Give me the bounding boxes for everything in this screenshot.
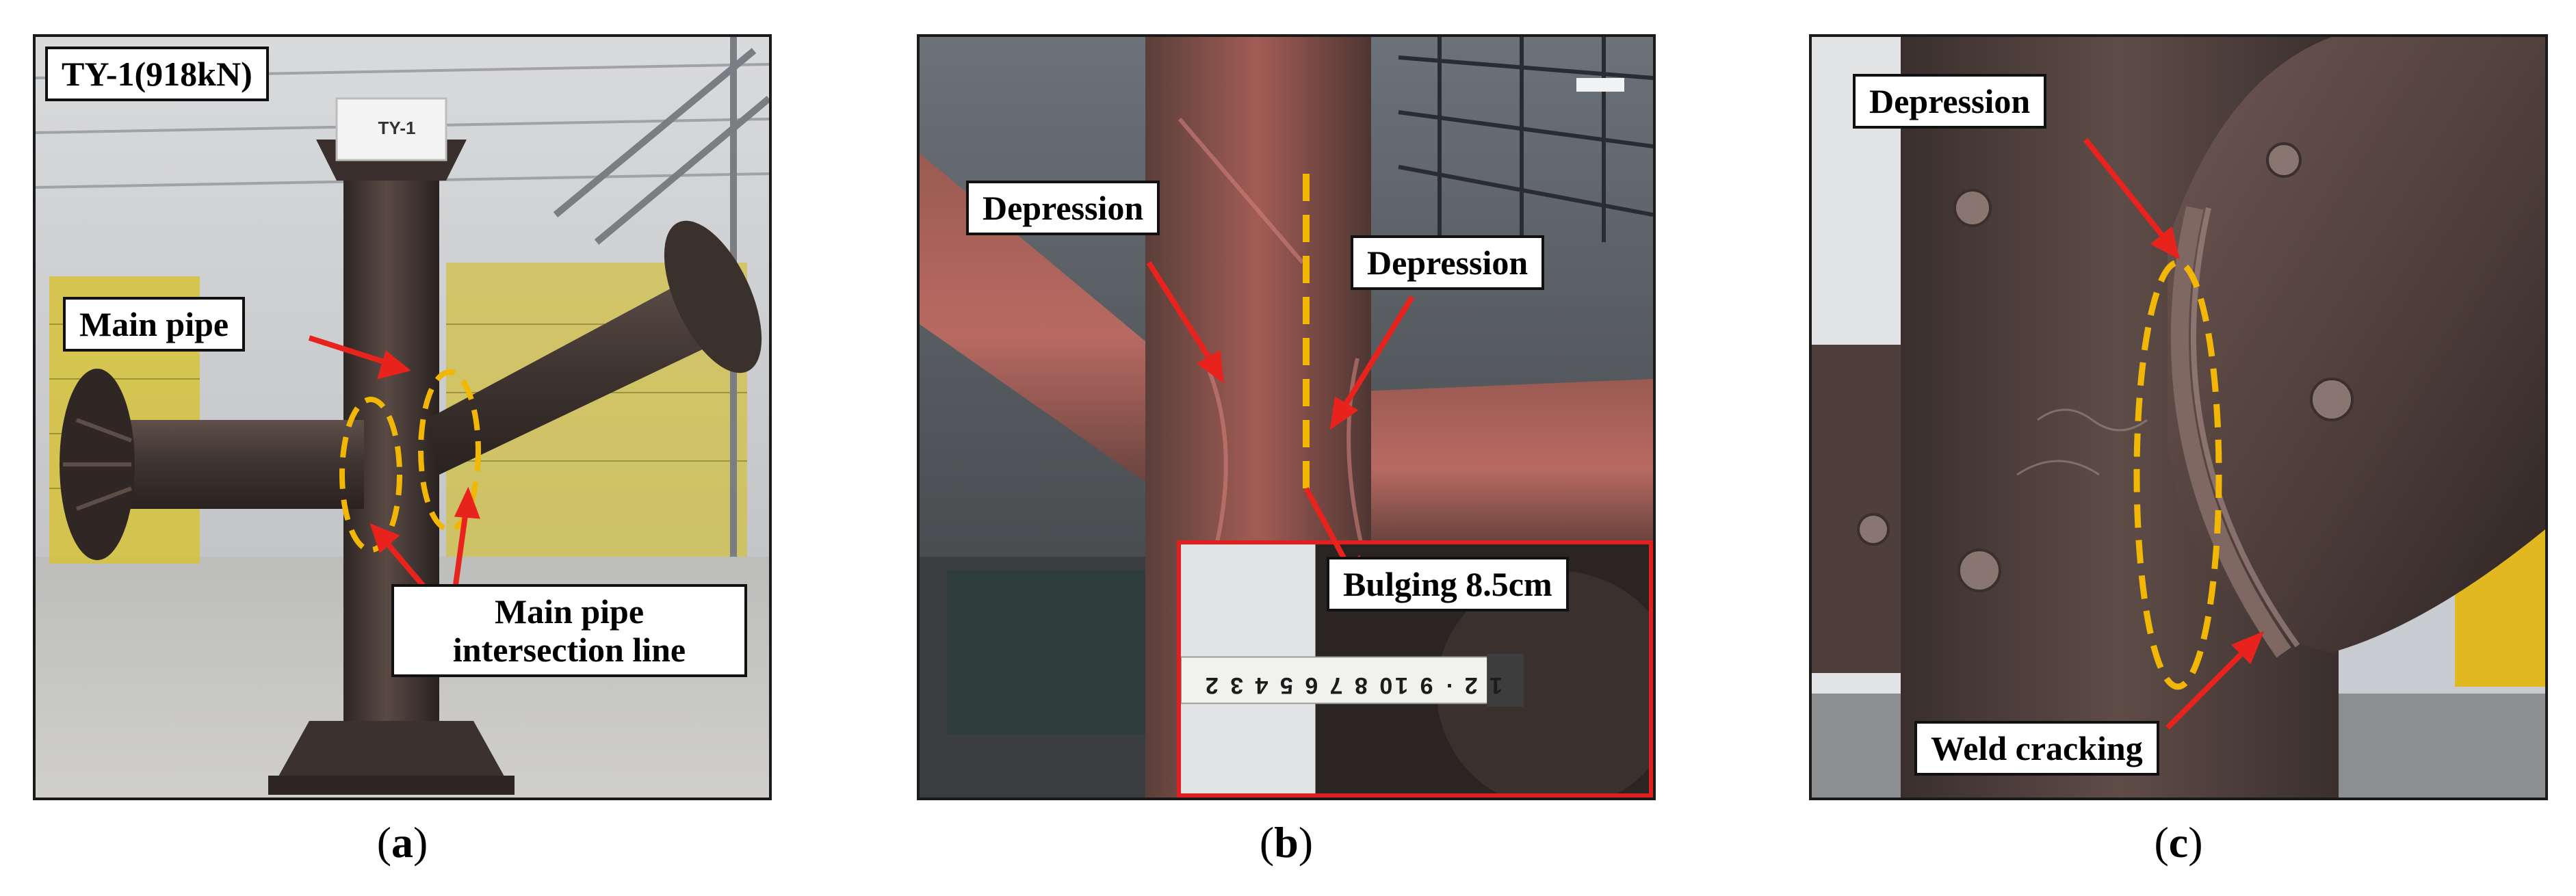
- label-depression-right: Depression: [1351, 235, 1545, 290]
- panel-a-scene: [36, 37, 769, 798]
- label-depression-left: Depression: [966, 181, 1160, 235]
- panel-c-photo: Depression Weld cracking: [1809, 34, 2548, 800]
- panel-b-photo: 1 2 · 9 10 8 7 6 5 4 3 2 Depression Depr…: [917, 34, 1656, 800]
- label-bulging: Bulging 8.5cm: [1327, 557, 1569, 611]
- label-depression: Depression: [1853, 74, 2047, 129]
- caption-b-letter: b: [1274, 818, 1299, 867]
- label-weld-cracking: Weld cracking: [1914, 721, 2159, 776]
- label-intersection-line-2: intersection line: [452, 631, 686, 669]
- panel-c-scene: [1812, 37, 2545, 798]
- label-main-pipe: Main pipe: [63, 297, 246, 352]
- caption-a-letter: a: [391, 818, 413, 867]
- label-specimen: TY-1(918kN): [45, 47, 269, 101]
- tape-measure-digits: 1 2 · 9 10 8 7 6 5 4 3 2: [1202, 672, 1502, 698]
- label-intersection-line: Main pipe intersection line: [391, 584, 747, 677]
- caption-c-letter: c: [2168, 818, 2189, 867]
- specimen-tag: TY-1: [378, 118, 416, 138]
- panel-a-photo: TY-1 TY-1(918kN) Main pipe Main pipe int…: [33, 34, 772, 800]
- caption-a: (a): [376, 818, 428, 867]
- label-intersection-line-1: Main pipe: [494, 592, 645, 631]
- caption-c: (c): [2154, 818, 2203, 867]
- caption-b: (b): [1259, 818, 1314, 867]
